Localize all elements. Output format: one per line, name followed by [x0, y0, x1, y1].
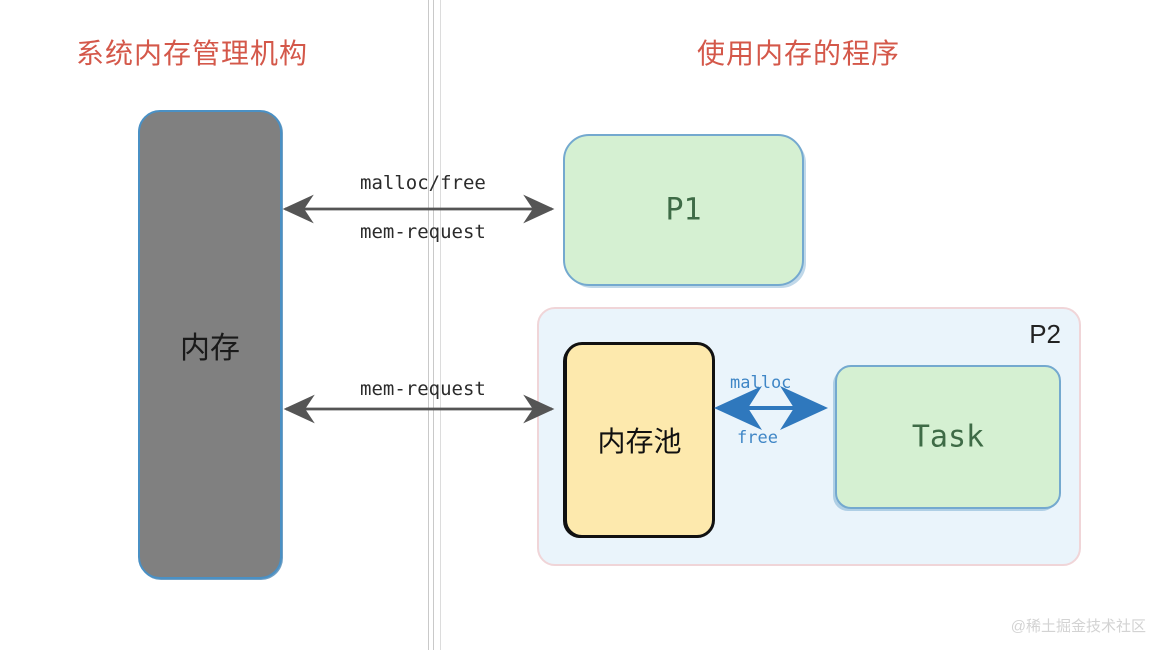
memory-pool-label: 内存池 — [597, 426, 682, 457]
watermark: @稀土掘金技术社区 — [1010, 618, 1146, 635]
memory-pool-box: 内存池 — [564, 342, 715, 538]
task-box: Task — [835, 365, 1061, 509]
process-p2-container: P2 内存池 Task — [537, 307, 1081, 566]
arrow-label-malloc-free: malloc/free — [360, 172, 486, 194]
arrow-label-malloc: malloc — [730, 373, 792, 393]
process-p1-box: P1 — [563, 134, 804, 286]
vertical-divider-line — [440, 0, 441, 650]
task-label: Task — [911, 419, 985, 455]
vertical-divider-line — [433, 0, 434, 650]
arrow-label-free: free — [737, 428, 778, 448]
arrow-label-mem-request-top: mem-request — [360, 221, 486, 243]
memory-box: 内存 — [138, 110, 282, 579]
memory-box-label: 内存 — [180, 331, 240, 365]
process-p2-label: P2 — [1029, 319, 1061, 349]
right-section-title: 使用内存的程序 — [697, 38, 901, 69]
process-p1-label: P1 — [665, 192, 702, 228]
arrow-label-mem-request-bottom: mem-request — [360, 378, 486, 400]
left-section-title: 系统内存管理机构 — [76, 38, 309, 69]
vertical-divider-line — [428, 0, 429, 650]
